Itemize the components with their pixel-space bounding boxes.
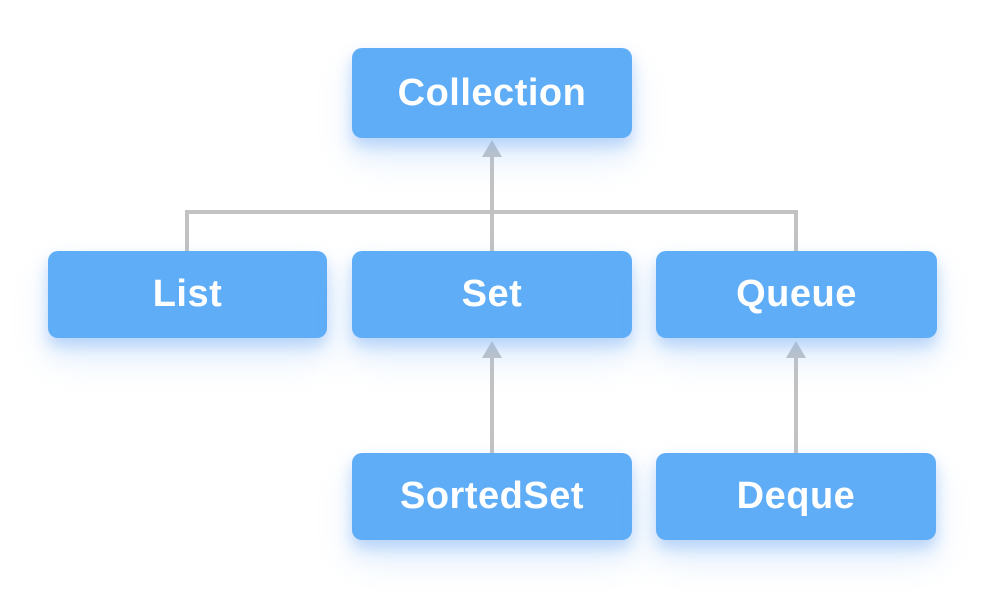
node-list-label: List: [152, 273, 223, 315]
connector-set-drop-line: [490, 210, 494, 251]
node-list: List: [48, 251, 327, 338]
connector-queue-drop-line: [794, 210, 798, 251]
node-collection-label: Collection: [397, 71, 587, 114]
node-queue-label: Queue: [736, 273, 857, 315]
connector-list-drop-line: [185, 210, 189, 251]
node-deque: Deque: [656, 453, 936, 540]
connector-deque-queue-line: [794, 358, 798, 453]
node-sortedset-label: SortedSet: [400, 475, 584, 517]
node-set-label: Set: [461, 273, 523, 315]
node-sortedset: SortedSet: [352, 453, 632, 540]
arrow-up-into-queue-icon: [786, 341, 806, 358]
connector-to-collection-line: [490, 156, 494, 214]
node-deque-label: Deque: [736, 475, 856, 517]
arrow-up-into-set-icon: [482, 341, 502, 358]
node-set: Set: [352, 251, 632, 338]
node-collection: Collection: [352, 48, 632, 138]
arrow-up-into-collection-icon: [482, 140, 502, 157]
connector-sortedset-set-line: [490, 358, 494, 453]
node-queue: Queue: [656, 251, 937, 338]
